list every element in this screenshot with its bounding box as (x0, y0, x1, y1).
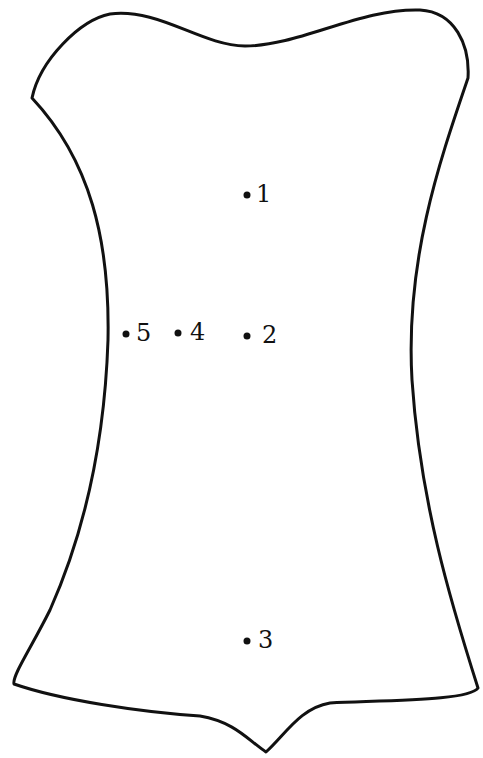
callout-holder: 1 (256, 182, 271, 206)
callout-number: 1 (256, 180, 271, 208)
callout-number: 2 (262, 321, 277, 349)
point-dot (244, 192, 251, 199)
point-dot (244, 638, 251, 645)
callout-holder: 5 (136, 321, 151, 345)
bone-outline-path (14, 10, 478, 752)
callout-holder: 2 (262, 323, 277, 347)
callout-holder: 3 (258, 628, 273, 652)
point-dot (244, 333, 251, 340)
callout-number: 4 (190, 318, 205, 346)
callout-number: 3 (258, 626, 273, 654)
callout-holder: 4 (190, 320, 205, 344)
callout-number: 5 (136, 319, 151, 347)
point-dot (175, 330, 182, 337)
point-dot (123, 331, 130, 338)
